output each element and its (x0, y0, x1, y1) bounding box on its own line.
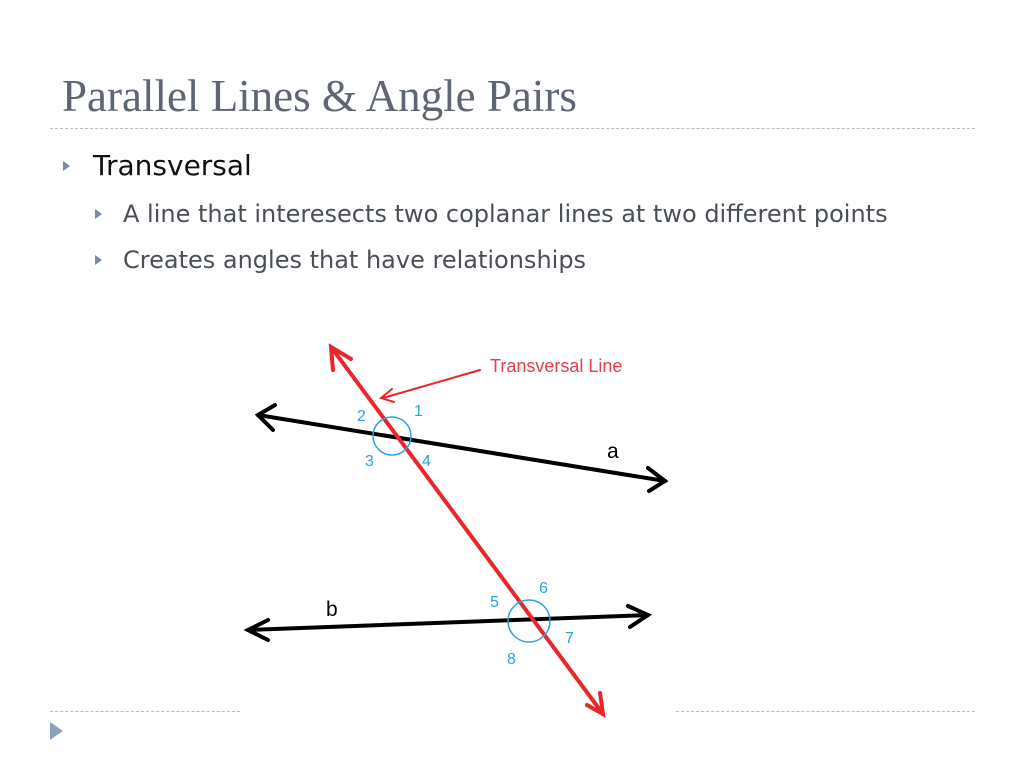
sub-bullet-text: A line that interesects two coplanar lin… (123, 200, 888, 228)
bullet-level1: Transversal (60, 147, 960, 185)
angle-label-4: 4 (422, 453, 431, 470)
angle-label-6: 6 (539, 580, 548, 597)
slide-corner-arrow-icon (50, 722, 63, 740)
sub-bullet-text: Creates angles that have relationships (123, 246, 587, 274)
transversal-diagram: Transversal Line a b 1 2 3 4 5 6 7 8 (243, 343, 669, 718)
angle-label-2: 2 (357, 408, 366, 425)
transversal-label: Transversal Line (490, 356, 622, 376)
angle-label-8: 8 (507, 651, 516, 668)
slide-title: Parallel Lines & Angle Pairs (62, 71, 577, 121)
bullet-arrow-icon (63, 161, 70, 171)
label-pointer (378, 369, 481, 403)
bullet-arrow-icon (95, 255, 102, 265)
footer-divider-left (50, 711, 240, 712)
bullet-text-transversal: Transversal (93, 149, 252, 182)
angle-circle-bottom (507, 599, 551, 643)
footer-divider-right (676, 711, 975, 712)
angle-circle-top (372, 416, 412, 456)
bullet-list: Transversal A line that interesects two … (60, 147, 960, 280)
sub-bullet: Creates angles that have relationships (60, 240, 943, 280)
line-b-label: b (326, 598, 338, 621)
title-divider (50, 128, 975, 129)
line-a (254, 403, 669, 493)
angle-label-7: 7 (565, 630, 574, 647)
angle-label-3: 3 (365, 453, 374, 470)
sub-bullet: A line that interesects two coplanar lin… (60, 194, 943, 234)
angle-label-1: 1 (414, 403, 423, 420)
angle-label-5: 5 (490, 594, 499, 611)
bullet-arrow-icon (95, 209, 102, 219)
line-b (243, 604, 653, 642)
transversal-line (328, 343, 606, 718)
line-a-label: a (607, 440, 619, 463)
